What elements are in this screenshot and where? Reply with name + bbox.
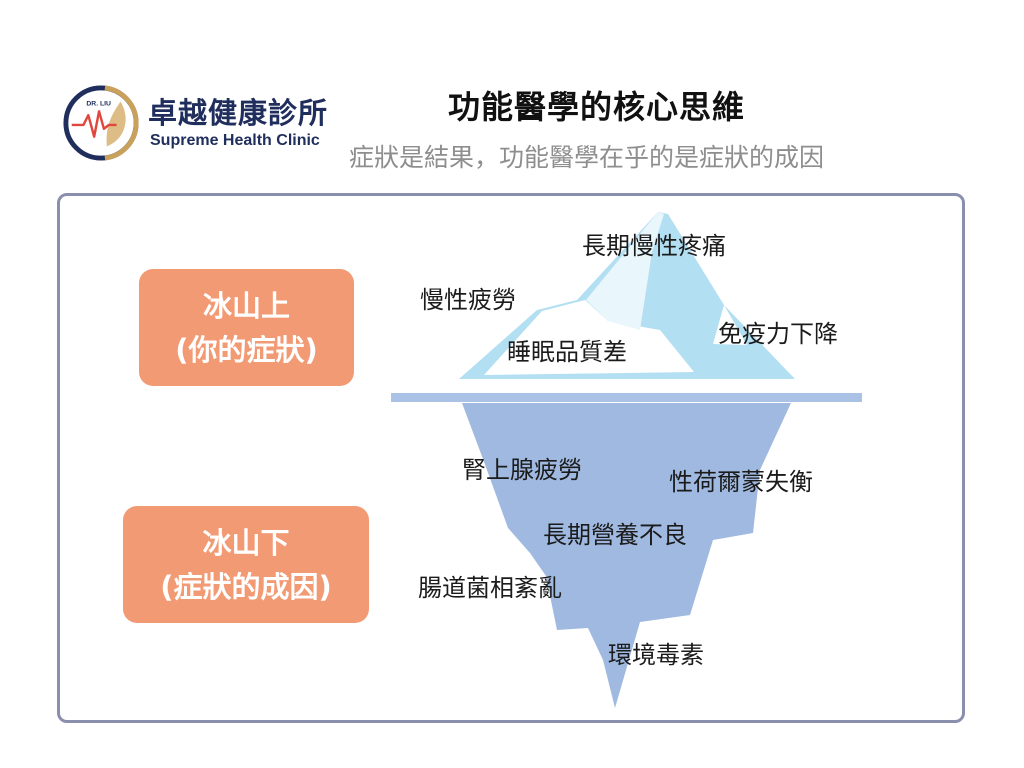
- symptom-chronic-fatigue: 慢性疲勞: [420, 286, 516, 314]
- iceberg-top-facet-2: [586, 212, 664, 330]
- symptom-chronic-pain: 長期慢性疼痛: [582, 232, 726, 260]
- page-subtitle: 症狀是結果，功能醫學在乎的是症狀的成因: [349, 143, 825, 172]
- clinic-name: 卓越健康診所: [148, 96, 329, 130]
- above-water-label-line1: 冰山上: [202, 288, 290, 323]
- above-water-label-line2: (你的症狀): [175, 332, 318, 367]
- iceberg-bottom-shape: [462, 403, 791, 708]
- clinic-english-name: Supreme Health Clinic: [150, 132, 320, 149]
- page-title: 功能醫學的核心思維: [448, 88, 746, 126]
- iceberg-top-facet-3: [713, 305, 747, 345]
- cause-adrenal-fatigue: 腎上腺疲勞: [462, 456, 582, 484]
- cause-environmental-toxins: 環境毒素: [608, 641, 704, 669]
- logo-badge-text: DR. LIU: [86, 100, 111, 107]
- cause-gut-dysbiosis: 腸道菌相紊亂: [418, 574, 562, 602]
- above-water-label: 冰山上 (你的症狀): [139, 269, 354, 386]
- cause-hormone-imbalance: 性荷爾蒙失衡: [669, 468, 813, 496]
- iceberg-top-facet: [484, 300, 694, 375]
- cause-malnutrition: 長期營養不良: [543, 521, 687, 549]
- below-water-label-line2: (症狀的成因): [160, 569, 332, 604]
- below-water-label-line1: 冰山下: [202, 525, 290, 560]
- clinic-logo: DR. LIU 卓越健康診所 Supreme Health Clinic: [62, 84, 327, 164]
- symptom-immunity-decline: 免疫力下降: [718, 320, 838, 348]
- symptom-poor-sleep: 睡眠品質差: [507, 338, 627, 366]
- diagram-frame: [57, 193, 965, 723]
- waterline: [391, 393, 862, 402]
- clinic-logo-icon: DR. LIU: [63, 85, 139, 161]
- below-water-label: 冰山下 (症狀的成因): [123, 506, 369, 623]
